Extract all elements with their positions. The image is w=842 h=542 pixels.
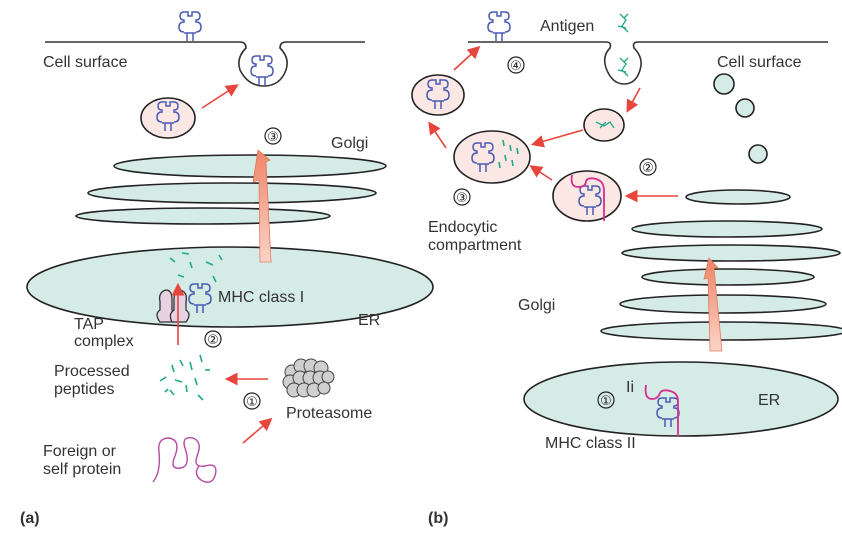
antigen-peptides (498, 139, 519, 169)
endosome-to-compartment-arrow (530, 129, 584, 148)
golgi-cisterna-b (621, 244, 841, 262)
protein-label-line1: Foreign or (43, 443, 117, 460)
golgi-cisterna (75, 207, 331, 225)
proteasome-label: Proteasome (286, 405, 372, 422)
golgi-cisterna-b (685, 189, 791, 205)
transport-vesicle (140, 97, 196, 139)
invariant-chain-icon (570, 174, 605, 221)
vesicle-to-surface-arrow (201, 84, 239, 109)
step-1-label-b: ① (600, 394, 612, 409)
mhc-class-ii-surface-icon (487, 11, 511, 42)
antigen-label: Antigen (540, 18, 594, 35)
protein-to-proteasome-arrow (242, 417, 273, 444)
cell-surface-label-b: Cell surface (717, 54, 802, 71)
endosome-with-antigen (583, 108, 625, 142)
processed-peptides (159, 354, 210, 401)
step-4-label: ④ (510, 59, 522, 74)
golgi-cisterna-b (641, 268, 815, 286)
foreign-protein-icon (152, 437, 217, 483)
step-1-marker-b (597, 391, 615, 409)
step-3-label: ③ (267, 130, 279, 145)
step-3-label-b: ③ (456, 191, 468, 206)
secretory-vesicle (735, 98, 755, 118)
step-3-marker-b (453, 188, 471, 206)
secretory-vesicle (748, 144, 768, 164)
endocytic-label-line2: compartment (428, 237, 522, 254)
golgi-label-a: Golgi (331, 135, 368, 152)
cell-membrane-b (468, 41, 828, 85)
ii-label: Ii (626, 379, 634, 396)
golgi-cisterna (113, 154, 387, 178)
antigen-fragment-icon (595, 121, 615, 129)
endocytic-label-line1: Endocytic (428, 219, 497, 236)
er-to-golgi-transport-arrow (252, 149, 272, 263)
golgi-label-b: Golgi (518, 297, 555, 314)
cell-membrane-a (45, 41, 365, 87)
endocytosis-arrow (626, 87, 641, 113)
mhc-class-i-surface-icon (178, 11, 202, 42)
peptides-label-line1: Processed (54, 363, 130, 380)
er-b (523, 361, 839, 437)
panel-b: Antigen Cell surface ④ (411, 11, 842, 527)
panel-b-label: (b) (428, 510, 448, 527)
er-a (26, 246, 434, 328)
er-to-golgi-transport-arrow-b (703, 257, 723, 352)
er-label-a: ER (358, 312, 380, 329)
step-2-marker-b (639, 158, 657, 176)
step-3-marker (264, 127, 282, 145)
peptides-label-line2: peptides (54, 381, 115, 398)
vesicle-to-surface-arrow-b (453, 45, 481, 71)
step-1-label: ① (246, 395, 258, 410)
mhc-class-i-invaginated-icon (250, 55, 274, 86)
step-2-label: ② (207, 333, 219, 348)
golgi-cisterna-b (619, 294, 827, 314)
invariant-chain-er-icon (644, 384, 679, 437)
tap-label-line2: complex (74, 333, 134, 350)
secretory-vesicle (713, 73, 735, 95)
step-2-marker (204, 330, 222, 348)
cell-surface-label: Cell surface (43, 54, 128, 71)
vesicle-to-compartment-arrow (529, 165, 553, 181)
compartment-to-vesicle-arrow (428, 121, 447, 149)
er-label-b: ER (758, 392, 780, 409)
peptides-in-er (169, 252, 223, 283)
step-1-marker (243, 392, 261, 410)
panel-a-label: (a) (20, 510, 40, 527)
proteasome-icon (282, 358, 335, 398)
endocytic-compartment (453, 130, 531, 184)
tap-complex-icon (156, 289, 190, 323)
golgi-cisterna-b (600, 321, 842, 341)
endocytosed-antigen-icon (617, 57, 629, 77)
golgi-cisterna-b (631, 220, 823, 238)
golgi-cisterna (87, 182, 377, 204)
step-4-marker (507, 56, 525, 74)
step-2-label-b: ② (642, 161, 654, 176)
panel-a: Cell surface ③ Golgi (20, 11, 434, 527)
protein-label-line2: self protein (43, 461, 121, 478)
recycling-vesicle (411, 74, 465, 116)
mhc-class-i-label: MHC class I (218, 289, 304, 306)
tap-label-line1: TAP (74, 316, 104, 333)
antigen-icon (617, 13, 629, 33)
mhc-class-ii-label: MHC class II (545, 435, 636, 452)
